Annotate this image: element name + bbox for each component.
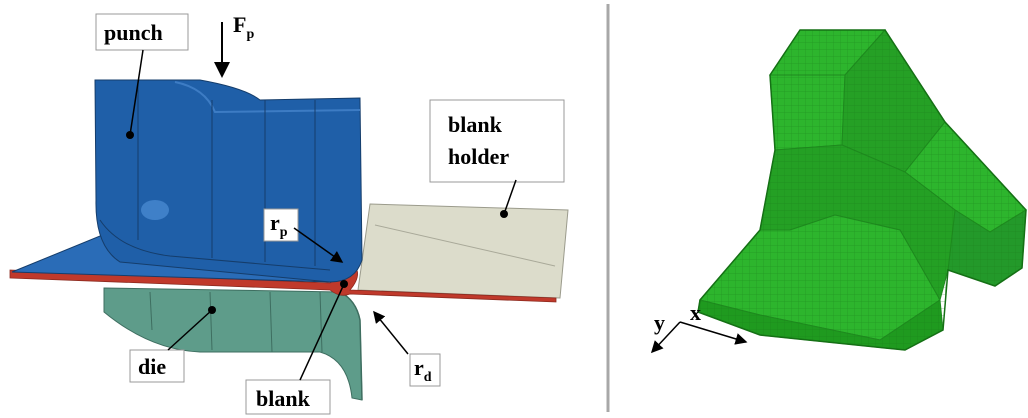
blank-holder-label-line1: blank <box>448 112 503 137</box>
force-label: Fp <box>233 12 254 42</box>
rp-label-box <box>263 208 299 242</box>
die-seam-1 <box>149 291 153 331</box>
mesh-model: y x <box>650 29 1027 354</box>
die-label-box <box>129 349 185 383</box>
die-seam-4 <box>319 291 323 353</box>
blank-leader-dot <box>340 280 348 288</box>
punch <box>11 79 363 283</box>
die-label: die <box>138 354 166 379</box>
rd-label: rd <box>414 355 432 385</box>
punch-label-box <box>95 13 189 51</box>
blank-holder-leader-dot <box>500 210 508 218</box>
punch-highlight <box>141 200 169 220</box>
blank-holder-label-line2: holder <box>448 144 509 169</box>
blank-holder-plate <box>357 203 569 299</box>
axis-x-label: x <box>690 300 701 325</box>
blank-label-box <box>245 379 331 415</box>
punch-label: punch <box>104 20 163 45</box>
punch-top-fillet <box>174 81 361 114</box>
axis-y-label: y <box>654 310 665 335</box>
forming-setup: Fp punch blank holder rp rd die blank <box>9 12 569 415</box>
blank-label: blank <box>256 386 311 411</box>
rp-arrow <box>293 227 344 263</box>
axis-y-arrow <box>650 321 681 354</box>
punch-leader <box>129 49 144 136</box>
die-seam-3 <box>269 291 273 353</box>
punch-corner-fillet <box>99 219 331 271</box>
rd-arrow <box>373 310 409 355</box>
rd-label-box <box>409 353 441 387</box>
blank-holder-edge-line <box>374 224 556 267</box>
die-leader-dot <box>208 306 216 314</box>
rp-label: rp <box>270 210 288 240</box>
mesh-outline <box>697 29 1027 351</box>
punch-leader-dot <box>126 131 134 139</box>
mesh-grid-overlay <box>698 30 1026 350</box>
blank-holder-leader <box>503 179 517 215</box>
blank-holder-label-box <box>429 99 565 183</box>
die-leader <box>167 309 213 351</box>
blank-leader <box>299 283 345 381</box>
axis-x-arrow <box>679 321 748 345</box>
die-seam-2 <box>209 291 213 351</box>
